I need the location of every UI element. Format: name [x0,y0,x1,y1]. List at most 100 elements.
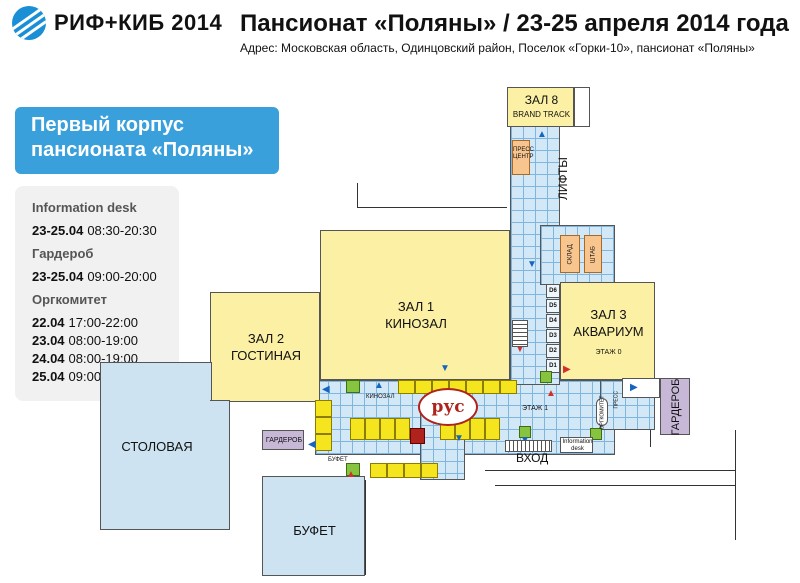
wardrobe-left: ГАРДЕРОБ [262,430,304,450]
stand [500,380,517,394]
wardrobe-counter [622,378,660,398]
arrow-up-red-icon: ▲ [346,469,356,480]
arrow-right-icon: ▶ [630,382,638,393]
hall-1-name: ЗАЛ 1 [397,299,435,314]
buffet-small-label: БУФЕТ [328,457,348,463]
stand [485,418,500,440]
stand [404,463,421,478]
wardrobe-left-label: ГАРДЕРОБ [265,437,303,444]
wall-line [357,183,358,207]
stand [470,418,485,440]
staff-room: ШТАБ [584,235,602,273]
hall-8-annex [574,87,590,127]
address: Адрес: Московская область, Одинцовский р… [240,41,755,55]
hall-8: ЗАЛ 8 BRAND TRACK [507,87,574,127]
stand [315,434,332,451]
entrance-label: ВХОД [516,451,549,465]
canteen-label: СТОЛОВАЯ [121,439,193,454]
hall-8-sub: BRAND TRACK [512,110,571,119]
stand [415,380,432,394]
press-center-label: ПРЕСС ЦЕНТР [513,147,534,160]
door-d3: D3 [546,329,560,343]
stand [380,418,395,440]
door-d1: D1 [546,359,560,373]
building-card: Первый корпус пансионата «Поляны» [15,107,279,174]
wall-line [365,480,366,575]
storage: СКЛАД [560,235,580,273]
green-stand [346,380,360,393]
hall-3: ЗАЛ 3 АКВАРИУМ ЭТАЖ 0 [560,282,655,380]
arrow-down-icon: ▼ [440,363,450,374]
rus-logo: рус [418,388,478,426]
wall-line [495,485,735,486]
hall-8-name: ЗАЛ 8 [524,93,559,107]
stairs-icon [512,320,528,347]
arrow-left-icon: ◀ [308,439,316,450]
stand [483,380,500,394]
orgcommittee-small: ОРГКОМИТЕТ [596,396,608,429]
press-center: ПРЕСС ЦЕНТР [512,140,534,175]
wall-line [735,430,736,540]
stand [350,418,365,440]
buffet-label: БУФЕТ [293,523,336,538]
door-d4: D4 [546,314,560,328]
door-d6: D6 [546,284,560,298]
hall-1-sub: КИНОЗАЛ [385,316,447,331]
staff-label: ШТАБ [590,246,597,263]
floor-1-label: ЭТАЖ 1 [522,405,549,412]
green-stand [540,371,552,383]
wardrobe-right: ГАРДЕРОБ [660,378,690,435]
lifts-label: ЛИФТЫ [556,157,570,200]
stand [421,463,438,478]
green-stand [346,463,360,476]
orgcommittee-title: Оргкомитет [32,292,107,307]
wardrobe-right-label: ГАРДЕРОБ [670,378,682,436]
arrow-down-red-icon: ▼ [515,344,525,355]
canteen: СТОЛОВАЯ [100,362,212,530]
buffet: БУФЕТ [262,476,365,576]
stand [370,463,387,478]
press-small-label: ПРЕСС [613,391,620,409]
hall-2-name: ЗАЛ 2 [247,331,285,346]
stairs-icon [505,440,552,452]
stand [365,418,380,440]
stand [466,380,483,394]
door-d2: D2 [546,344,560,358]
arrow-left-icon: ◀ [322,384,330,395]
stand [315,400,332,417]
info-desk-title: Information desk [32,200,137,215]
building-line-1: Первый корпус [31,114,184,136]
green-stand [590,428,602,440]
arrow-down-icon: ▼ [454,433,464,444]
stand-highlight [410,428,425,444]
page-title: Пансионат «Поляны» / 23-25 апреля 2014 г… [240,10,789,37]
cinema-small-label: КИНОЗАЛ [366,394,395,400]
logo-text: РИФ+КИБ 2014 [54,10,223,35]
building-line-2: пансионата «Поляны» [31,139,254,161]
hall-3-name: ЗАЛ 3 [590,307,627,322]
green-stand [519,426,531,438]
arrow-up-red-icon: ▲ [546,388,556,399]
wall-line [357,207,507,208]
info-desk-small: Information desk [560,437,593,453]
stand [387,463,404,478]
arrow-down-icon: ▼ [527,259,537,270]
wardrobe-title: Гардероб [32,246,94,261]
logo-icon [12,6,46,40]
hall-2: ЗАЛ 2 ГОСТИНАЯ [210,292,320,402]
arrow-right-red-icon: ▶ [563,364,571,375]
arrow-up-icon: ▲ [537,129,547,140]
arrow-up-icon: ▲ [374,380,384,391]
canteen-wing [210,400,230,530]
hall-2-sub: ГОСТИНАЯ [230,348,302,363]
hall-3-floor: ЭТАЖ 0 [595,349,622,356]
door-d5: D5 [546,299,560,313]
wall-line [485,470,735,471]
hall-3-sub: АКВАРИУМ [573,324,644,339]
stand [395,418,410,440]
stand [315,417,332,434]
